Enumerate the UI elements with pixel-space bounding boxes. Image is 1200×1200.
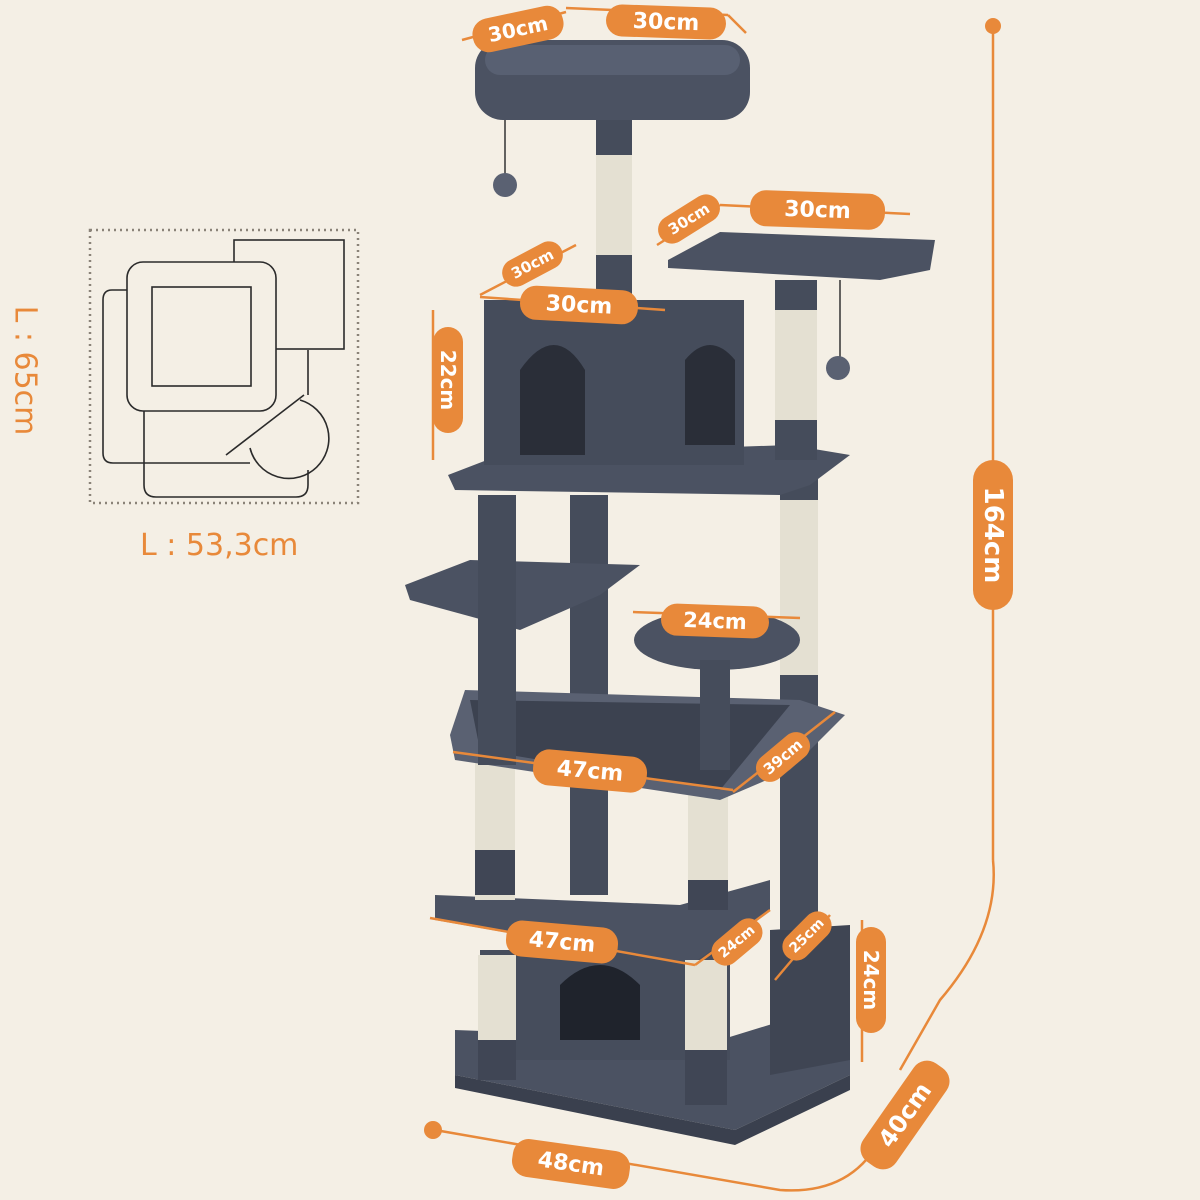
footprint-width-label: L : 53,3cm xyxy=(140,528,299,563)
top-bed-width-label: 30cm xyxy=(605,3,727,41)
footprint-diagram xyxy=(88,228,360,505)
right-platform-width-label: 30cm xyxy=(749,189,886,231)
condo-width-label: 30cm xyxy=(519,284,639,326)
condo-height-label: 22cm xyxy=(433,327,463,433)
round-platform-diameter-label: 24cm xyxy=(660,603,770,639)
total-height-label: 164cm xyxy=(973,460,1013,610)
footprint-length-label: L : 65cm xyxy=(7,305,43,436)
side-box-height-label: 24cm xyxy=(856,927,886,1033)
